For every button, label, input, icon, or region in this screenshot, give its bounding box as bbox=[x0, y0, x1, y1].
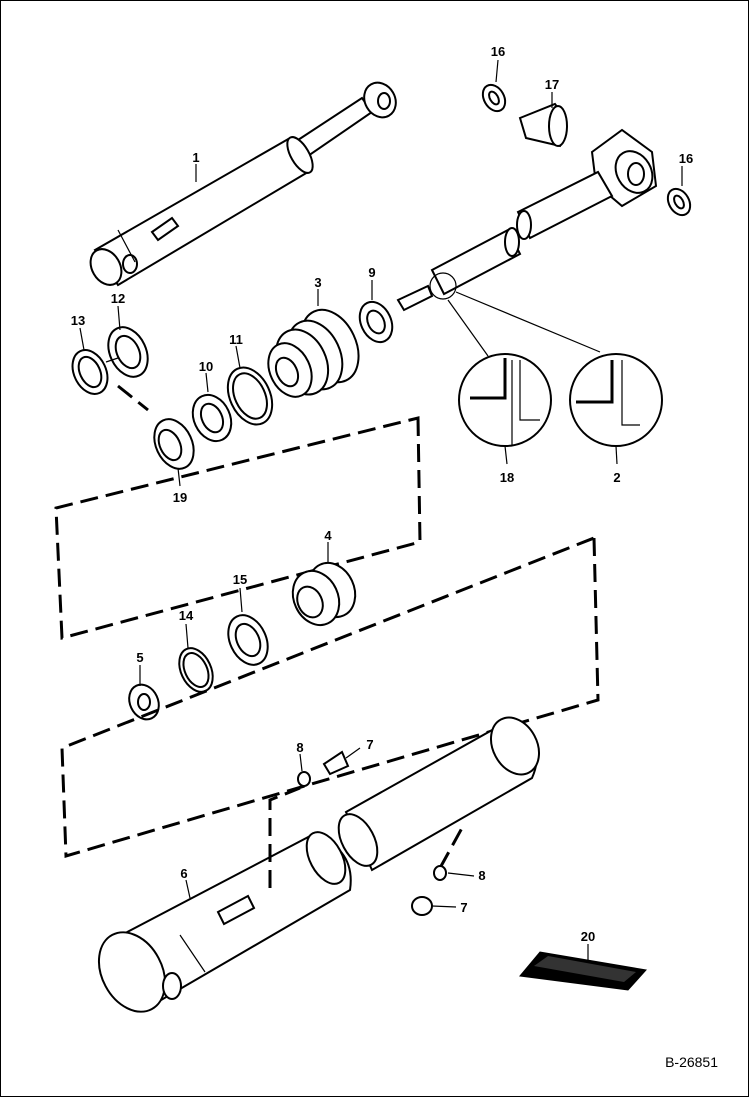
callout-14: 14 bbox=[179, 608, 194, 623]
callout-19: 19 bbox=[173, 490, 187, 505]
part-3-piston bbox=[267, 308, 360, 398]
part-16-washer-top bbox=[481, 83, 507, 113]
part-19-gland bbox=[153, 418, 195, 470]
assembly-path-13-19 bbox=[117, 384, 149, 412]
assembly-path-upper bbox=[54, 416, 422, 640]
callout-9: 9 bbox=[368, 265, 375, 280]
callout-7-lower: 7 bbox=[460, 900, 467, 915]
part-1-rod bbox=[89, 81, 397, 287]
leader-lines bbox=[79, 59, 683, 960]
part-20-decal bbox=[519, 951, 647, 991]
part-15-seal bbox=[227, 614, 269, 666]
callout-16-right: 16 bbox=[679, 151, 693, 166]
part-7-plug-top bbox=[322, 750, 350, 776]
part-14-ring bbox=[178, 647, 214, 693]
callout-10: 10 bbox=[199, 359, 213, 374]
callout-6: 6 bbox=[180, 866, 187, 881]
part-4-piston bbox=[291, 561, 357, 627]
part-7-plug-bottom bbox=[411, 896, 433, 916]
callout-3: 3 bbox=[314, 275, 321, 290]
part-13-ring bbox=[71, 349, 109, 395]
callout-13: 13 bbox=[71, 313, 85, 328]
callout-4: 4 bbox=[324, 528, 332, 543]
part-8-oring-bottom bbox=[433, 865, 447, 881]
center-line bbox=[105, 357, 119, 363]
callout-18: 18 bbox=[500, 470, 514, 485]
callout-11: 11 bbox=[229, 332, 243, 347]
detail-view-2 bbox=[569, 353, 663, 447]
part-2-tube-section bbox=[396, 170, 614, 312]
callout-15: 15 bbox=[233, 572, 247, 587]
part-12-ring bbox=[107, 326, 149, 378]
assembly-path-port-bottom bbox=[438, 827, 464, 869]
part-11-ring bbox=[226, 366, 274, 426]
callout-labels: 1 2 3 4 5 6 7 7 8 8 9 10 11 12 13 14 15 … bbox=[71, 44, 693, 944]
callout-2: 2 bbox=[613, 470, 620, 485]
callout-5: 5 bbox=[136, 650, 143, 665]
detail-view-18 bbox=[447, 291, 601, 447]
part-6-barrel bbox=[97, 716, 540, 1013]
callout-8-upper: 8 bbox=[296, 740, 303, 755]
yoke-head bbox=[590, 128, 658, 208]
part-10-seal bbox=[191, 393, 233, 443]
callout-16-upper: 16 bbox=[491, 44, 505, 59]
part-8-oring-top bbox=[297, 771, 311, 787]
callout-1: 1 bbox=[192, 150, 199, 165]
part-17-bushing bbox=[518, 102, 568, 148]
callout-8-lower: 8 bbox=[478, 868, 485, 883]
callout-17: 17 bbox=[545, 77, 559, 92]
callout-20: 20 bbox=[581, 929, 595, 944]
assembly-path-lower bbox=[60, 535, 600, 858]
part-16-washer-right bbox=[666, 187, 692, 217]
figure-reference: B-26851 bbox=[665, 1054, 718, 1070]
assembly-path-port-top bbox=[268, 786, 301, 888]
callout-7-upper: 7 bbox=[366, 737, 373, 752]
part-5-nut bbox=[128, 683, 160, 721]
part-9-nut bbox=[358, 300, 394, 344]
callout-12: 12 bbox=[111, 291, 125, 306]
